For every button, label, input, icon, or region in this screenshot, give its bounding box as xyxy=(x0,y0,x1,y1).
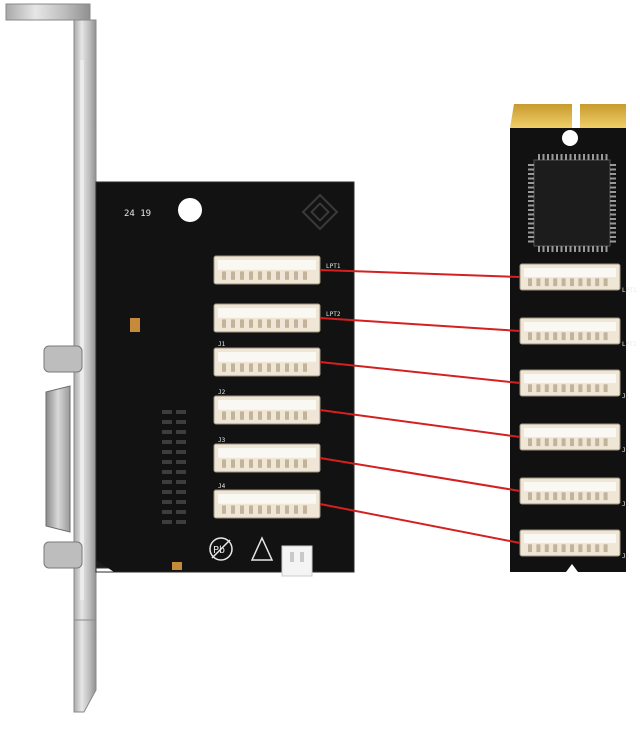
pci-bracket xyxy=(5,3,97,713)
m2-connector-4: J2 xyxy=(519,423,630,454)
board-connector-2: LPT2 xyxy=(213,303,341,333)
m2-connector-3-label: J1 xyxy=(622,393,630,400)
m2-connector-1-label: LPT1 xyxy=(622,287,637,294)
board-connector-6-label: J4 xyxy=(218,483,226,490)
m2-connector-5: J3 xyxy=(519,477,630,508)
board-connector-6: J4 xyxy=(213,483,321,519)
power-header xyxy=(281,545,313,577)
board-connector-3-label: J1 xyxy=(218,341,226,348)
board-connector-1: LPT1 xyxy=(213,255,341,285)
link-line-1 xyxy=(319,269,521,278)
board-connector-4-label: J2 xyxy=(218,389,226,396)
board-connector-5-label: J3 xyxy=(218,437,226,444)
link-line-4 xyxy=(319,409,521,438)
connection-lines xyxy=(319,269,521,544)
date-code: 24 19 xyxy=(124,209,151,219)
controller-chip xyxy=(528,154,616,252)
m2-connector-6: J4 xyxy=(519,529,630,560)
m2-connector-2-label: LPT2 xyxy=(622,341,637,348)
m2-connector-6-label: J4 xyxy=(622,553,630,560)
m2-connector-5-label: J3 xyxy=(622,501,630,508)
link-line-6 xyxy=(319,503,521,544)
m2-connector-3: J1 xyxy=(519,369,630,400)
board-connector-1-label: LPT1 xyxy=(326,263,341,270)
pb-free-icon: Pb xyxy=(209,537,233,561)
logo-mark xyxy=(301,193,339,231)
link-line-3 xyxy=(319,361,521,384)
board-connector-3: J1 xyxy=(213,341,321,377)
link-line-5 xyxy=(319,457,521,492)
esd-warning-icon xyxy=(250,536,274,561)
link-line-2 xyxy=(319,317,521,332)
m2-connector-1: LPT1 xyxy=(519,263,637,294)
board-connector-2-label: LPT2 xyxy=(326,311,341,318)
m2-connector-2: LPT2 xyxy=(519,317,637,348)
m2-connector-4-label: J2 xyxy=(622,447,630,454)
